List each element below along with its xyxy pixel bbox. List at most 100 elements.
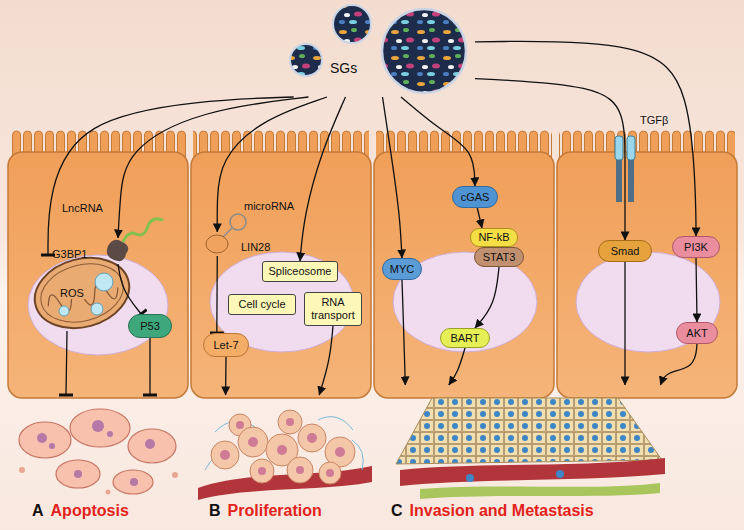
g3bp1-protein: G3BP1 xyxy=(50,238,130,264)
leader-label: microRNA xyxy=(244,200,294,212)
granule xyxy=(382,9,466,93)
dividing-cell xyxy=(250,459,274,483)
outcome-caption: CInvasion and Metastasis xyxy=(391,502,601,520)
nfkb-protein: NF-kB xyxy=(470,228,518,247)
cell-body xyxy=(557,152,737,398)
cell-nucleus xyxy=(307,433,317,443)
blood-vessel xyxy=(400,458,665,486)
ros-bubble xyxy=(59,306,69,316)
text-slot: SGs xyxy=(330,59,357,77)
activation-arrow xyxy=(300,97,346,261)
apoptotic-cell xyxy=(113,470,153,494)
node-label: BART xyxy=(450,332,479,345)
mitochondrion-art xyxy=(27,248,137,339)
node-label: LIN28 xyxy=(241,241,270,253)
activation-arrow xyxy=(661,344,698,385)
activation-arrow xyxy=(477,208,482,228)
inhibition-connector xyxy=(66,331,67,395)
node-label: MYC xyxy=(390,263,414,276)
node-label: P53 xyxy=(140,320,160,333)
label-slot: LncRNA xyxy=(62,198,103,216)
dividing-cell xyxy=(238,427,268,457)
node-label: NF-kB xyxy=(478,231,509,244)
inhibition-connector xyxy=(216,256,218,333)
apoptotic-body xyxy=(106,490,111,495)
activation-arrow xyxy=(402,280,405,385)
nuclear-fragment xyxy=(92,420,104,432)
receptor-domain xyxy=(627,136,635,160)
mitochondrion: ROS xyxy=(32,255,132,331)
nuclear-fragment xyxy=(130,478,138,486)
node-label: Spliceosome xyxy=(269,265,332,278)
cell-body xyxy=(8,152,188,398)
dividing-cell xyxy=(319,462,341,484)
cell-nucleus xyxy=(335,447,345,457)
activation-arrow xyxy=(475,79,625,240)
activation-arrow xyxy=(401,97,475,186)
ligand-label: TGFβ xyxy=(640,114,668,126)
cgas-protein: cGAS xyxy=(452,186,498,208)
node-label: STAT3 xyxy=(483,251,516,264)
tumour-mass xyxy=(396,398,662,464)
granule xyxy=(290,44,322,76)
cell-nucleus xyxy=(326,469,334,477)
microrna-hairpin xyxy=(230,214,246,230)
node-label: ROS xyxy=(58,287,86,299)
cell-nucleus xyxy=(236,421,244,429)
nuclear-fragment xyxy=(145,439,155,449)
cell-body xyxy=(374,152,554,398)
nuclear-fragment xyxy=(74,470,82,478)
nuclear-fragment xyxy=(37,433,47,443)
outcome-title: Invasion and Metastasis xyxy=(410,502,594,519)
apoptotic-cells xyxy=(19,409,178,495)
circulating-cell xyxy=(466,474,474,482)
activation-arrow xyxy=(225,357,227,395)
granule xyxy=(333,5,371,43)
activation-arrow xyxy=(696,258,697,322)
inhibition-connector xyxy=(118,264,141,314)
cell-nucleus xyxy=(248,437,258,447)
cell-nucleus xyxy=(277,445,287,455)
apoptotic-cell xyxy=(19,422,71,458)
outcome-caption: BProliferation xyxy=(209,502,329,520)
inner-membrane xyxy=(34,255,130,331)
pathway-box: RNA transport xyxy=(304,292,362,326)
pi3k-protein: PI3K xyxy=(672,236,720,258)
panel-letter: B xyxy=(209,502,221,519)
text-slot: LIN28 xyxy=(241,237,270,255)
activation-arrow xyxy=(383,97,403,258)
nuclear-fragment xyxy=(49,443,55,449)
bart-rna: BART xyxy=(440,328,490,348)
akt-protein: AKT xyxy=(676,322,718,344)
receptor-domain xyxy=(615,136,623,160)
activation-arrow xyxy=(319,326,333,395)
lin28-blob xyxy=(206,235,228,253)
pathway-box: Spliceosome xyxy=(262,261,338,282)
blood-vessel xyxy=(198,466,372,500)
dividing-cell xyxy=(211,441,239,469)
receptor-body xyxy=(616,160,622,202)
myc-protein: MYC xyxy=(382,258,422,280)
ros-bubble xyxy=(91,303,103,315)
activation-arrow xyxy=(624,262,625,385)
node-label: Let-7 xyxy=(213,339,238,352)
label-slot: microRNA xyxy=(244,196,294,214)
leader-label: LncRNA xyxy=(62,202,103,214)
nucleus xyxy=(576,252,720,352)
text-slot: ROS xyxy=(58,283,86,301)
activation-arrow xyxy=(217,97,327,232)
dividing-cell xyxy=(278,410,302,434)
outcome-caption: AApoptosis xyxy=(32,502,136,520)
inhibition-connector xyxy=(149,338,150,395)
activation-arrow xyxy=(475,41,696,236)
apoptotic-cell xyxy=(70,409,130,447)
smad-protein: Smad xyxy=(598,240,652,262)
inhibition-connector xyxy=(48,97,294,255)
epithelial-cells xyxy=(8,130,737,398)
outer-membrane xyxy=(27,248,137,339)
